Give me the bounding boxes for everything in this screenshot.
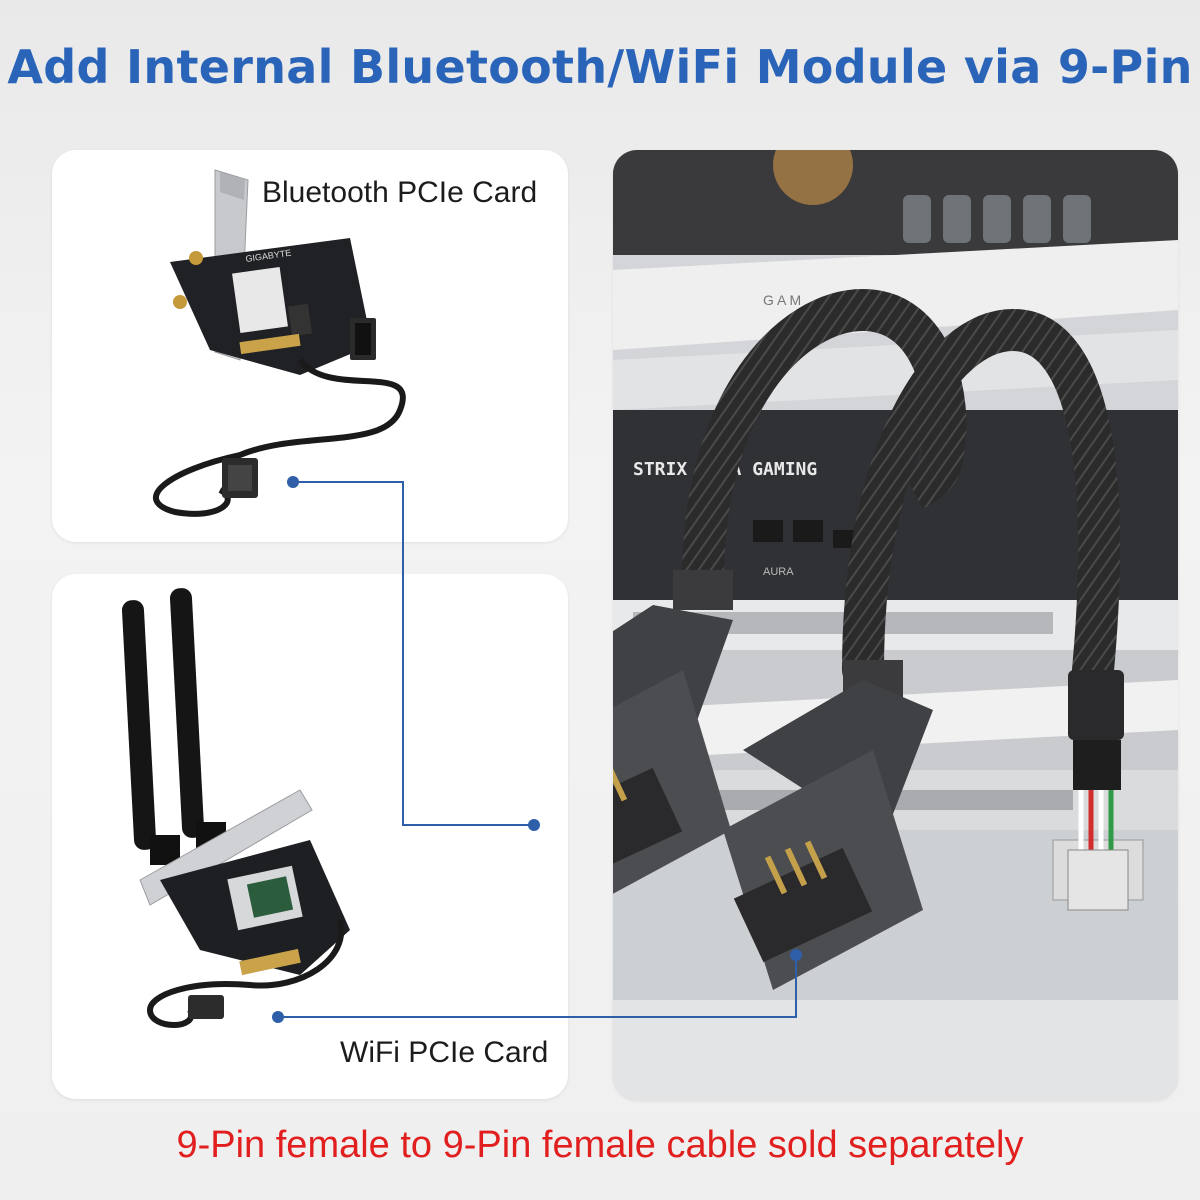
page-title: Add Internal Bluetooth/WiFi Module via 9… bbox=[7, 40, 1193, 94]
motherboard-photo: G A M STRIX Z…-A GAMING AURA bbox=[613, 150, 1178, 1100]
sold-separately-note: 9-Pin female to 9-Pin female cable sold … bbox=[176, 1124, 1024, 1166]
motherboard-series-text: G A M bbox=[763, 292, 801, 308]
callout-dot bbox=[272, 1011, 284, 1023]
bluetooth-card-label: Bluetooth PCIe Card bbox=[262, 176, 538, 209]
usb-header-connector bbox=[1067, 670, 1129, 911]
motherboard-aura-text: AURA bbox=[763, 566, 794, 578]
motherboard-photo-panel: G A M STRIX Z…-A GAMING AURA bbox=[613, 150, 1178, 1100]
callout-dot bbox=[790, 949, 802, 961]
nine-pin-connector-left bbox=[613, 570, 733, 894]
wifi-card-label: WiFi PCIe Card bbox=[340, 1036, 549, 1069]
callout-dot bbox=[287, 476, 299, 488]
nine-pin-connector-right bbox=[723, 660, 933, 990]
callout-dot bbox=[528, 819, 540, 831]
